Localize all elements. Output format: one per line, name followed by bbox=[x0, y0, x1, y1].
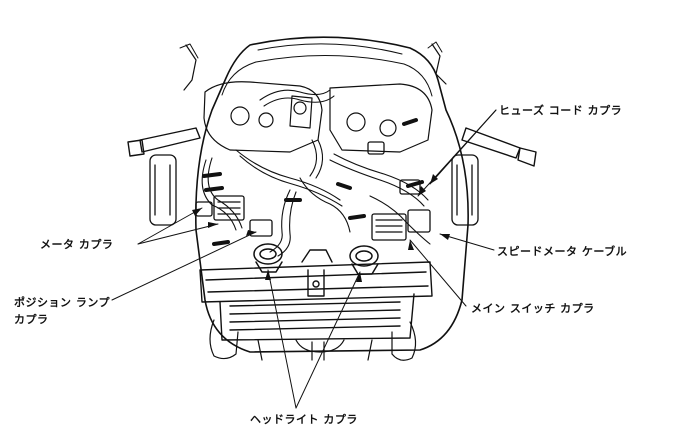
label-meter-coupler: メータ カプラ bbox=[40, 238, 114, 251]
front-fork-tubes bbox=[149, 154, 479, 226]
label-position-lamp-coupler-line1: ポジション ランプ bbox=[14, 296, 110, 309]
coupler-blocks bbox=[195, 141, 431, 241]
wiring-harness bbox=[201, 89, 431, 257]
label-fuse-cord-coupler: ヒューズ コード カプラ bbox=[499, 104, 623, 117]
label-headlight-coupler: ヘッドライト カプラ bbox=[250, 413, 358, 426]
headlight-couplers bbox=[253, 243, 379, 275]
meter-housing bbox=[203, 81, 433, 153]
lower-fork-wheel bbox=[209, 319, 417, 361]
label-speedometer-cable: スピードメータ ケーブル bbox=[497, 245, 628, 258]
headlight-case bbox=[195, 36, 469, 353]
headlight-bracket bbox=[199, 249, 433, 341]
harness-tie-bands bbox=[202, 118, 424, 246]
leader-arrowheads bbox=[192, 174, 450, 282]
label-main-switch-coupler: メイン スイッチ カプラ bbox=[471, 302, 595, 315]
handlebars bbox=[127, 41, 537, 167]
label-position-lamp-coupler-line2: カプラ bbox=[14, 313, 49, 326]
